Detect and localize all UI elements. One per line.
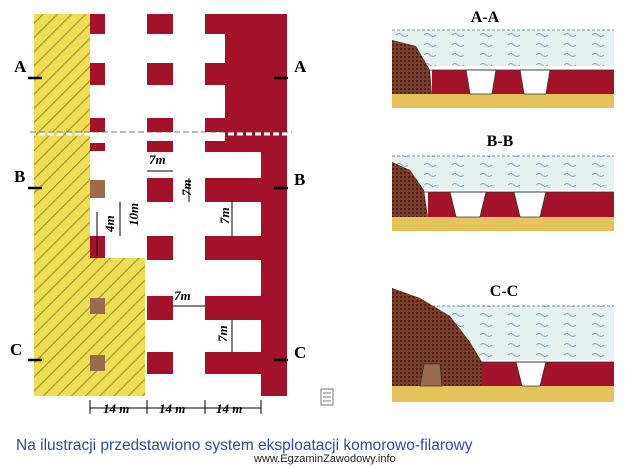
dim-lower-gap: 7m (215, 325, 230, 342)
section-cc-title: C-C (490, 283, 518, 300)
goaf-area (34, 14, 145, 396)
section-bb: B-B (392, 133, 614, 231)
plan-view: A A B B C C 7m 7m 7m 10m 4m 7m 7m 14 m 1… (10, 14, 334, 416)
mark-b-left: B (14, 167, 25, 186)
mark-c-left: C (10, 340, 22, 359)
section-cc: C-C (392, 283, 614, 402)
dim-bottom-1: 14 m (103, 401, 129, 416)
dim-10m: 10m (126, 203, 141, 226)
mark-a-right: A (294, 57, 307, 76)
dim-4m: 4m (102, 215, 117, 233)
dim-pillar-height: 7m (179, 179, 194, 196)
goaf-remnants (90, 180, 105, 371)
dim-chamber-right: 7m (217, 207, 232, 224)
section-aa: A-A (392, 9, 614, 108)
mark-b-right: B (294, 170, 305, 189)
pillars (90, 14, 287, 396)
mark-c-right: C (294, 343, 306, 362)
dim-bottom-2: 14 m (159, 401, 185, 416)
section-bb-title: B-B (487, 133, 514, 150)
dim-bottom-3: 14 m (216, 401, 242, 416)
footer-url: www.EgzaminZawodowy.info (254, 453, 396, 465)
section-aa-title: A-A (471, 9, 500, 26)
dim-pillar-width: 7m (149, 152, 166, 167)
dim-chamber-gap: 7m (174, 288, 191, 303)
stamp-icon (320, 388, 334, 406)
mark-a-left: A (14, 57, 27, 76)
dimension-lines (89, 170, 262, 414)
caption: Na ilustracji przedstawiono system ekspl… (16, 437, 473, 454)
section-marks (28, 76, 288, 362)
